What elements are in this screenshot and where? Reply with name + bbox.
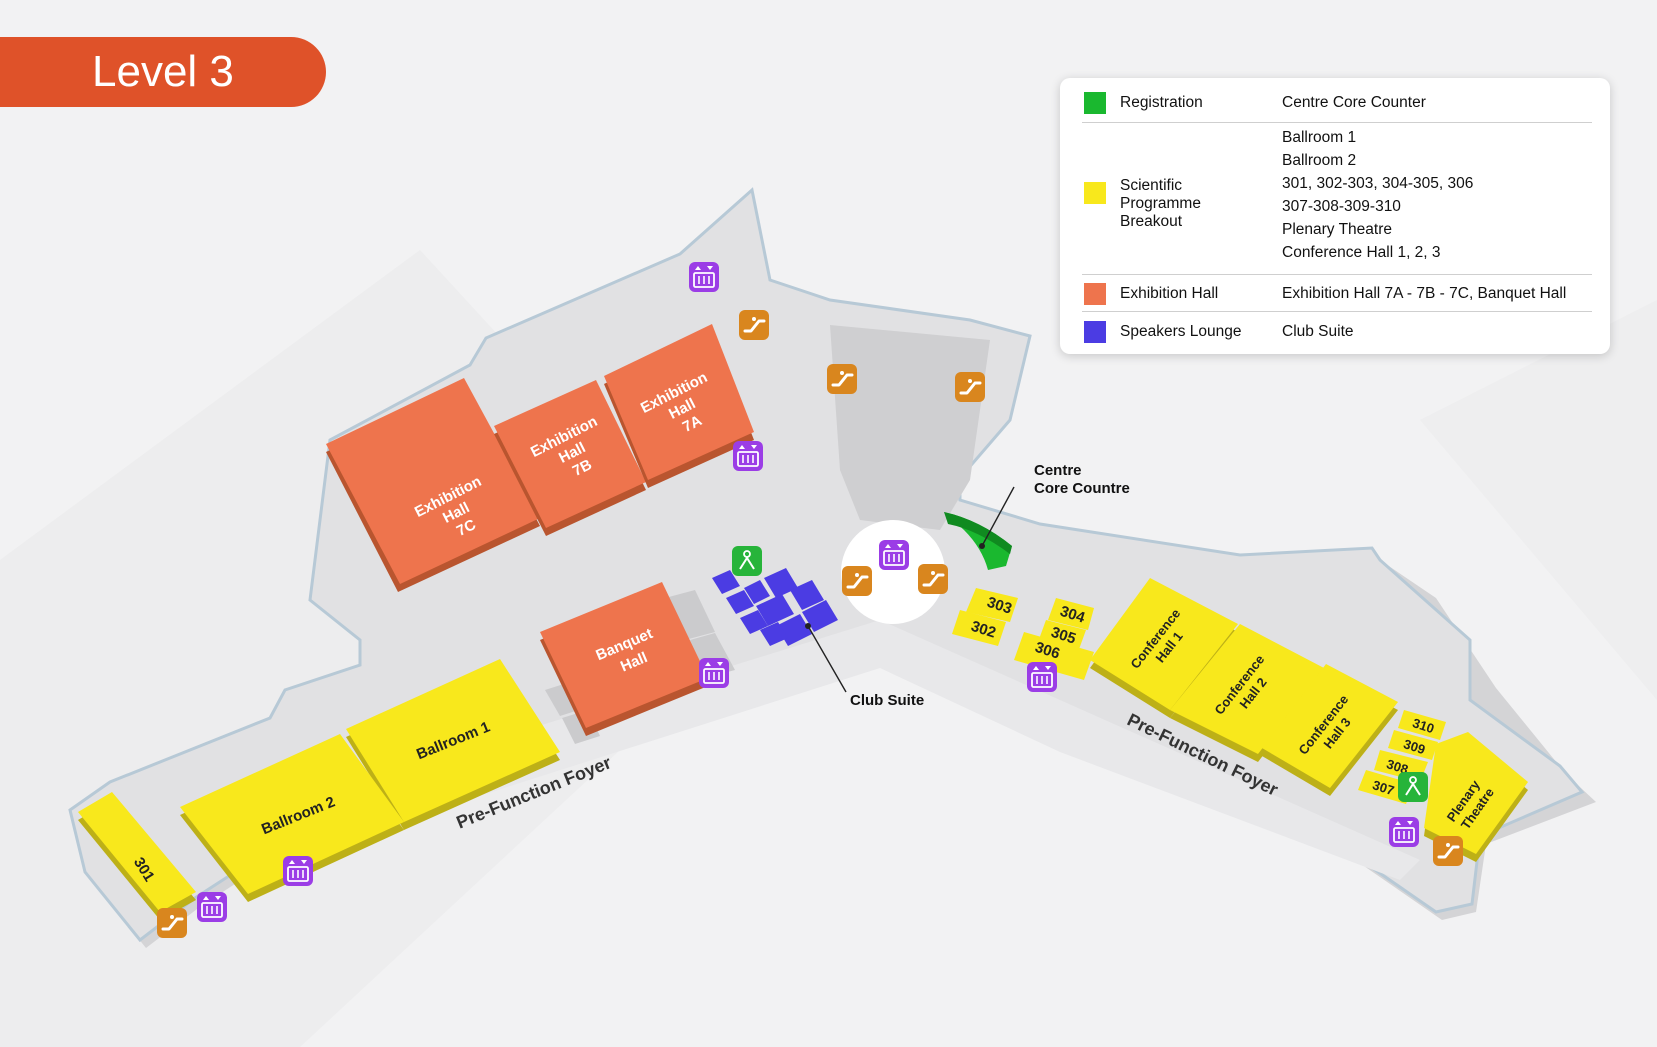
rooms: Exhibition Hall 7C Exhibition Hall 7B Ex… [78,324,1528,920]
centre-core-callout-line1: Centre [1034,462,1082,479]
room-306-label: 306 [1033,639,1062,663]
legend-value: 301, 302-303, 304-305, 306 [1282,175,1474,192]
club-suite[interactable] [712,568,838,646]
legend-category: Registration [1120,94,1203,111]
level-tab: Level 3 [0,37,326,107]
lift-icon[interactable] [689,262,719,292]
legend-divider [1082,122,1592,123]
escalator-icon[interactable] [739,310,769,340]
plenary-theatre[interactable]: Plenary Theatre [1424,732,1528,862]
club-suite-callout-line [807,625,847,693]
lift-icon[interactable] [283,856,313,886]
centre-core-callout: Centre Core Countre [1034,462,1130,498]
room-310-label: 310 [1411,715,1436,736]
legend-category-line: Scientific [1120,177,1183,194]
lift-icon[interactable] [699,658,729,688]
legend-category: Scientific Programme Breakout [1120,177,1201,231]
centre-core-counter[interactable] [944,512,1012,570]
centre-core-callout-line [981,486,1015,547]
lift-icon[interactable] [1027,662,1057,692]
legend-value: Club Suite [1282,323,1354,340]
exhibition-hall-7b[interactable]: Exhibition Hall 7B [494,380,646,536]
room-306[interactable]: 306 [1014,632,1094,680]
room-301[interactable]: 301 [78,792,196,920]
club-suite-callout: Club Suite [850,692,925,709]
lift-icon[interactable] [1389,817,1419,847]
legend: Registration Centre Core Counter Scienti… [1060,78,1610,354]
room-304[interactable]: 304 [1048,598,1094,630]
escalator-icon[interactable] [157,908,187,938]
lift-icon[interactable] [197,892,227,922]
legend-divider [1082,274,1592,275]
legend-category-line: Programme [1120,195,1201,212]
exhibition-hall-7a[interactable]: Exhibition Hall 7A [604,324,754,488]
legend-category: Exhibition Hall [1120,285,1219,302]
escalator-icon[interactable] [955,372,985,402]
legend-divider [1082,311,1592,312]
legend-category-line: Breakout [1120,213,1183,230]
lift-icon[interactable] [879,540,909,570]
ballroom-1[interactable]: Ballroom 1 [346,659,560,830]
legend-value: Centre Core Counter [1282,94,1426,111]
room-303-label: 303 [985,594,1014,618]
registration-icon[interactable] [732,546,762,576]
room-309-label: 309 [1402,736,1427,757]
room-308-label: 308 [1385,756,1410,777]
room-307-label: 307 [1371,777,1396,798]
lift-icon[interactable] [733,441,763,471]
legend-value: 307-308-309-310 [1282,198,1401,215]
legend-swatch-exhibition [1084,283,1106,305]
banquet-hall[interactable]: Banquet Hall [540,582,708,736]
registration-icon[interactable] [1398,772,1428,802]
escalator-icon[interactable] [918,564,948,594]
legend-value: Plenary Theatre [1282,221,1392,238]
conference-hall-2[interactable]: Conference Hall 2 [1170,624,1324,762]
legend-value-list: Ballroom 1 Ballroom 2 301, 302-303, 304-… [1282,126,1473,264]
legend-swatch-scientific [1084,182,1106,204]
room-309[interactable]: 309 [1388,730,1438,760]
room-302[interactable]: 302 [952,610,1006,646]
legend-swatch-registration [1084,92,1106,114]
legend-value: Exhibition Hall 7A - 7B - 7C, Banquet Ha… [1282,285,1567,302]
legend-value: Ballroom 1 [1282,129,1357,146]
legend-category: Speakers Lounge [1120,323,1242,340]
escalator-icon[interactable] [1433,836,1463,866]
escalator-icon[interactable] [842,566,872,596]
room-303[interactable]: 303 [966,588,1018,622]
conference-hall-3[interactable]: Conference Hall 3 [1262,664,1398,796]
room-310[interactable]: 310 [1398,710,1446,740]
escalator-icon[interactable] [827,364,857,394]
ballroom-2[interactable]: Ballroom 2 [180,734,404,902]
legend-value: Conference Hall 1, 2, 3 [1282,244,1441,261]
conference-hall-1[interactable]: Conference Hall 1 [1090,578,1238,718]
legend-swatch-speakers [1084,321,1106,343]
legend-value: Ballroom 2 [1282,152,1357,169]
exhibition-hall-7c[interactable]: Exhibition Hall 7C [326,378,540,592]
centre-core-callout-line2: Core Countre [1034,480,1130,497]
room-302-label: 302 [969,618,998,642]
